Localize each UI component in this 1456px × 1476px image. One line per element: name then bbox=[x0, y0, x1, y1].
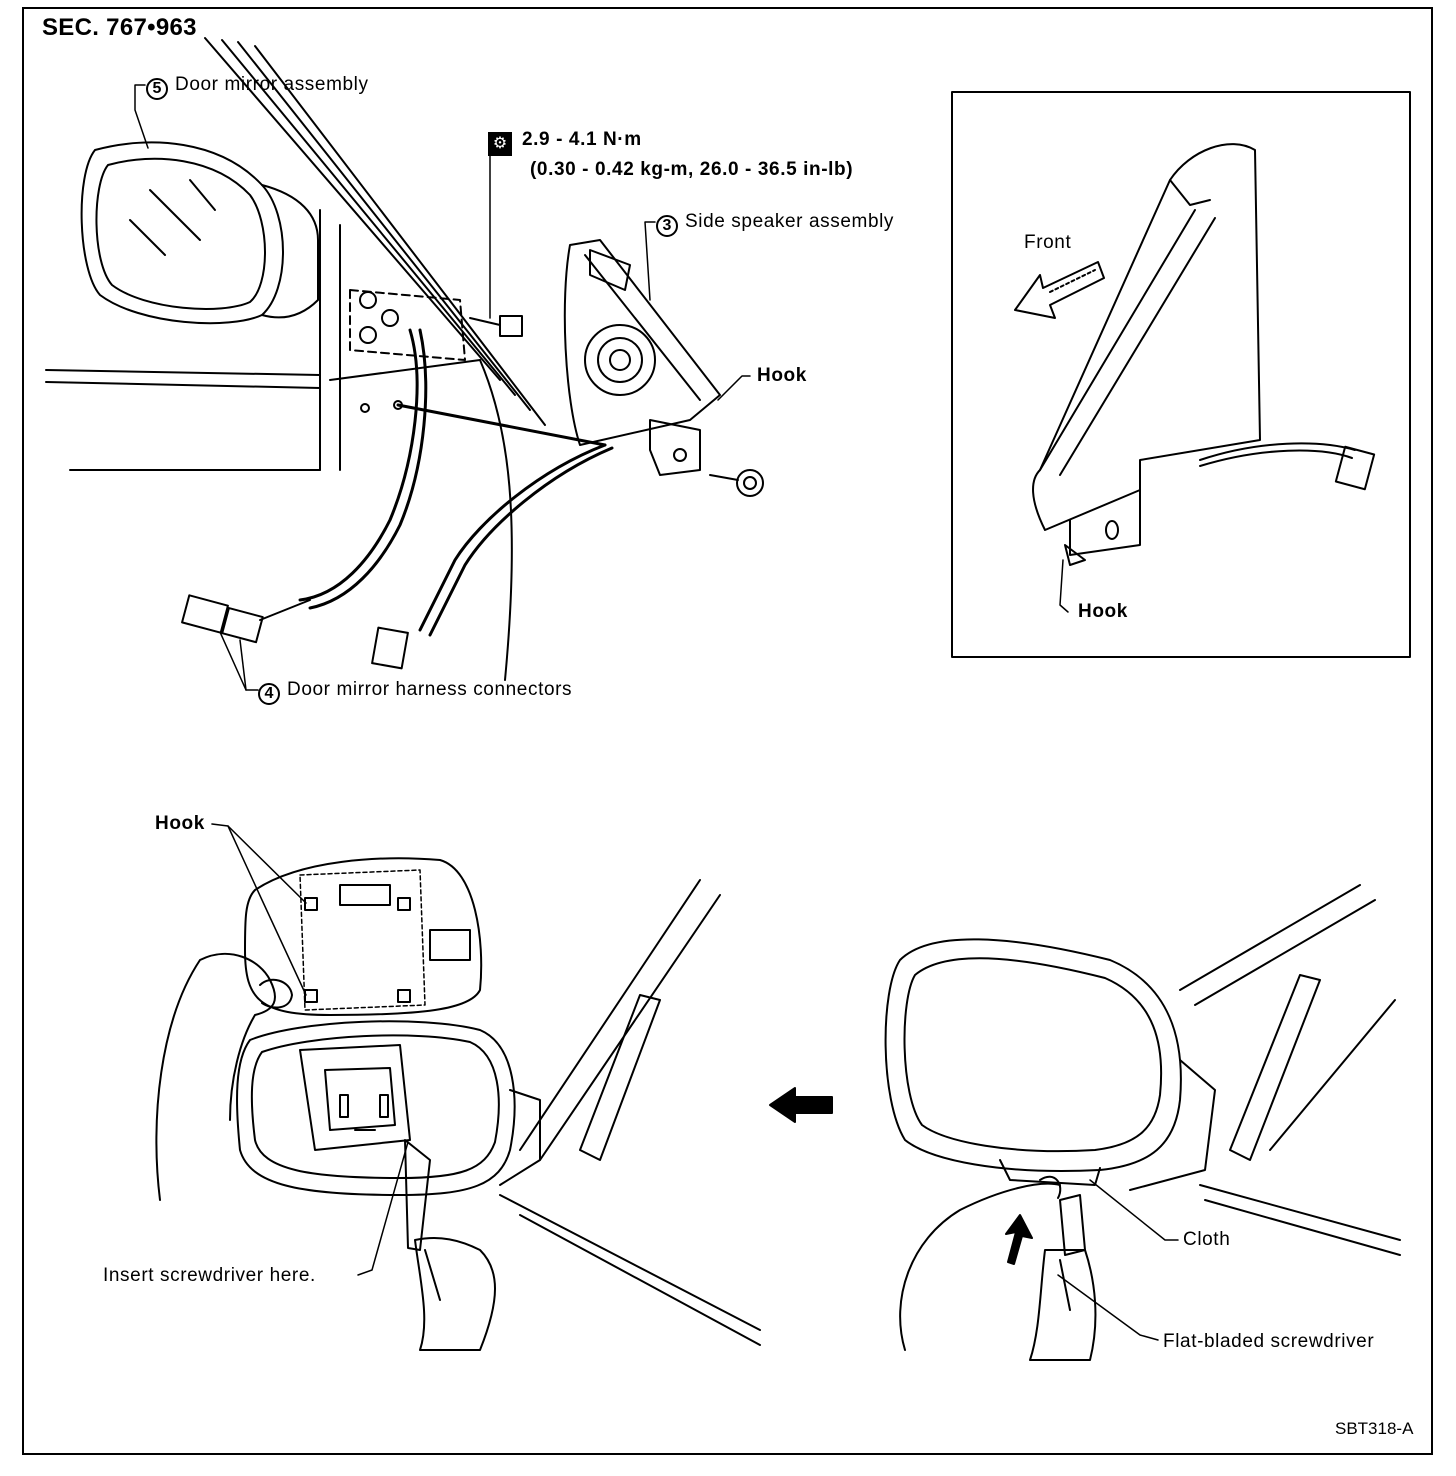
hook-label-bottom: Hook bbox=[155, 813, 205, 834]
door-frame-lines-right bbox=[1179, 884, 1401, 1256]
torque-line-2: (0.30 - 0.42 kg-m, 26.0 - 36.5 in-lb) bbox=[530, 159, 854, 180]
callout-number: 4 bbox=[258, 683, 280, 705]
side-speaker-assembly-label: 3 Side speaker assembly bbox=[656, 212, 894, 237]
cloth-label: Cloth bbox=[1183, 1229, 1231, 1250]
door-mirror-assembly-drawing bbox=[80, 141, 319, 325]
push-arrow-icon bbox=[1005, 1214, 1033, 1265]
harness-wires bbox=[298, 328, 614, 637]
section-number: SEC. 767•963 bbox=[42, 14, 197, 41]
torque-spec: ⚙ 2.9 - 4.1 N·m bbox=[488, 130, 642, 156]
hands-and-screwdriver-left bbox=[155, 952, 496, 1351]
leader-lines-bottom bbox=[211, 823, 1179, 1341]
side-speaker-assembly-drawing bbox=[563, 239, 764, 497]
diagram-frame bbox=[22, 7, 1433, 1455]
direction-arrow-icon bbox=[1014, 261, 1105, 319]
inset-speaker-drawing bbox=[1032, 143, 1376, 613]
hands-and-screwdriver-right bbox=[899, 1175, 1097, 1361]
insert-screwdriver-label: Insert screwdriver here. bbox=[103, 1265, 316, 1286]
figure-code: SBT318-A bbox=[1335, 1419, 1414, 1438]
front-label: Front bbox=[1024, 232, 1072, 253]
door-mirror-harness-connectors-label: 4 Door mirror harness connectors bbox=[258, 680, 572, 705]
hook-label-inset: Hook bbox=[1078, 601, 1128, 622]
label-text: Side speaker assembly bbox=[685, 211, 895, 232]
mounting-plate-drawing bbox=[349, 289, 523, 413]
mirror-housing-drawing bbox=[236, 1020, 541, 1196]
hook-label-main: Hook bbox=[757, 365, 807, 386]
inset-box bbox=[951, 91, 1411, 658]
flat-bladed-screwdriver-label: Flat-bladed screwdriver bbox=[1163, 1331, 1375, 1352]
door-mirror-harness-connectors-drawing bbox=[181, 594, 409, 670]
door-mirror-assembly-label: 5 Door mirror assembly bbox=[146, 75, 369, 100]
mirror-front-drawing bbox=[884, 938, 1216, 1191]
label-text: Door mirror harness connectors bbox=[287, 679, 573, 700]
label-text: Door mirror assembly bbox=[175, 74, 369, 95]
door-frame-lines-left bbox=[499, 879, 761, 1346]
torque-line-1: 2.9 - 4.1 N·m bbox=[522, 129, 642, 150]
step-arrow-icon bbox=[769, 1087, 833, 1123]
mirror-glass-removed-drawing bbox=[244, 857, 483, 1016]
callout-number: 5 bbox=[146, 78, 168, 100]
door-panel-lines bbox=[45, 37, 546, 681]
callout-number: 3 bbox=[656, 215, 678, 237]
torque-wrench-icon: ⚙ bbox=[488, 132, 512, 156]
